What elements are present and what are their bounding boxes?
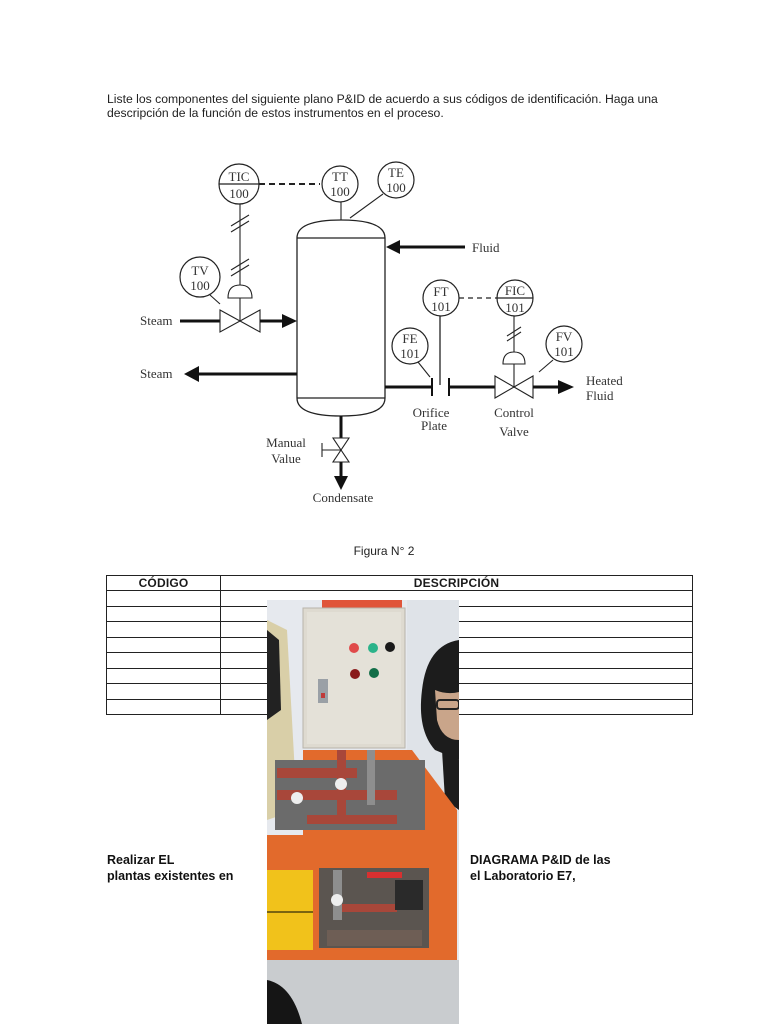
fluid-in-label: Fluid: [472, 240, 500, 255]
steam-in-arrow: [282, 314, 297, 328]
svg-text:FE: FE: [402, 331, 417, 346]
svg-text:100: 100: [386, 180, 406, 195]
pid-diagram: Fluid Steam TIC 100 TT 100 TE 100: [140, 161, 623, 505]
svg-text:101: 101: [554, 344, 574, 359]
code-cell[interactable]: [106, 636, 221, 653]
tv-100-valve: [219, 284, 261, 333]
bottom-left-line-2: plantas existentes en: [107, 869, 234, 883]
control-valve-label-1: Control: [494, 405, 534, 420]
bottom-left-line-1: Realizar EL: [107, 853, 175, 867]
code-cell[interactable]: [106, 605, 221, 622]
fe-101-bubble: FE 101: [391, 327, 429, 365]
manual-valve-label-1: Manual: [266, 435, 306, 450]
heated-fluid-label-1: Heated: [586, 373, 623, 388]
ft-101-bubble: FT 101: [422, 279, 460, 317]
tic-100-bubble: TIC 100: [218, 163, 260, 205]
orifice-plate: [431, 378, 450, 396]
fluid-inlet-arrow: [386, 240, 400, 254]
header-descripcion: DESCRIPCIÓN: [220, 575, 693, 591]
fic-101-bubble: FIC 101: [496, 279, 534, 317]
svg-text:TE: TE: [388, 165, 404, 180]
tt-100-bubble: TT 100: [321, 165, 359, 203]
bottom-text-left: Realizar EL plantas existentes en: [107, 852, 233, 884]
svg-text:100: 100: [229, 186, 249, 201]
instructions-text: Liste los componentes del siguiente plan…: [107, 92, 658, 120]
vessel-heat-exchanger: [296, 219, 386, 417]
svg-text:100: 100: [330, 184, 350, 199]
electric-signal-hash-icon: [506, 326, 522, 342]
svg-text:101: 101: [400, 346, 420, 361]
code-cell[interactable]: [106, 621, 221, 638]
heated-fluid-arrow: [558, 380, 574, 394]
control-valve-label-2: Valve: [499, 424, 529, 439]
te-100-bubble: TE 100: [377, 161, 415, 199]
bottom-text-right: DIAGRAMA P&ID de las el Laboratorio E7,: [470, 852, 611, 884]
fv-101-bubble: FV 101: [545, 325, 583, 363]
bottom-right-line-1: DIAGRAMA P&ID de las: [470, 853, 611, 867]
table-header-row: CÓDIGO DESCRIPCIÓN: [106, 575, 693, 591]
code-cell[interactable]: [106, 590, 221, 607]
lab-plant-photo: [267, 600, 459, 1024]
tv-100-bubble: TV 100: [179, 256, 221, 298]
heated-fluid-label-2: Fluid: [586, 388, 614, 403]
steam-out-label: Steam: [140, 366, 173, 381]
code-cell[interactable]: [106, 683, 221, 700]
steam-out-arrow: [184, 366, 199, 382]
code-cell[interactable]: [106, 698, 221, 715]
svg-text:101: 101: [505, 300, 525, 315]
orifice-label-2: Plate: [421, 418, 447, 433]
svg-text:FV: FV: [556, 329, 573, 344]
condensate-arrow: [334, 476, 348, 490]
figure-caption: Figura N° 2: [353, 544, 415, 558]
svg-text:FIC: FIC: [505, 283, 525, 298]
manual-valve-label-2: Value: [271, 451, 301, 466]
svg-text:TIC: TIC: [229, 169, 250, 184]
svg-text:FT: FT: [433, 284, 448, 299]
electric-signal-hash-icon: [230, 214, 250, 277]
code-cell[interactable]: [106, 652, 221, 669]
steam-in-label: Steam: [140, 313, 173, 328]
svg-text:TV: TV: [191, 263, 209, 278]
orifice-label-1: Orifice: [413, 405, 450, 420]
fv-101-control-valve: [494, 351, 534, 399]
code-cell[interactable]: [106, 667, 221, 684]
condensate-label: Condensate: [313, 490, 374, 505]
svg-text:100: 100: [190, 278, 210, 293]
bottom-right-line-2: el Laboratorio E7,: [470, 869, 576, 883]
manual-valve: [321, 437, 351, 463]
svg-text:TT: TT: [332, 169, 348, 184]
svg-text:101: 101: [431, 299, 451, 314]
header-codigo: CÓDIGO: [106, 575, 221, 591]
